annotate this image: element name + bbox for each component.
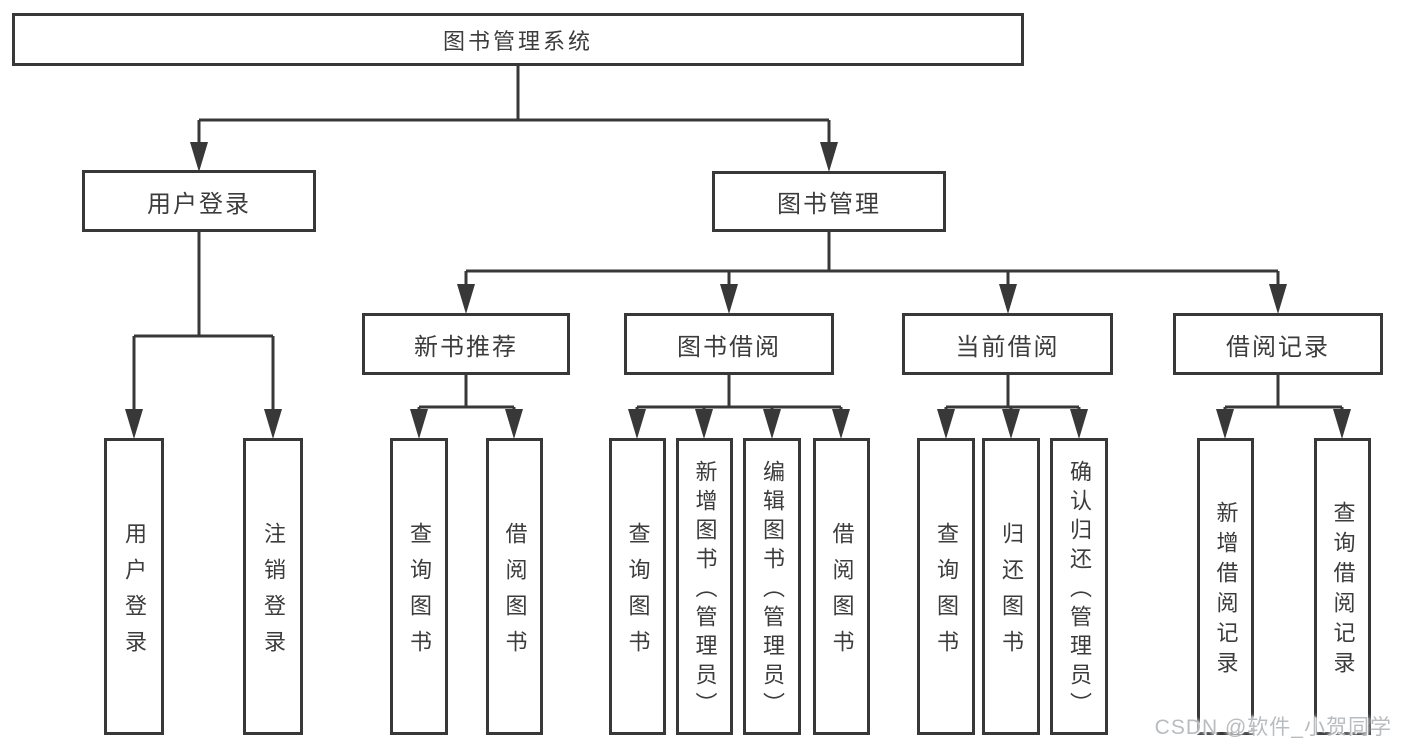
arrowhead	[410, 409, 428, 439]
arrowhead	[264, 409, 282, 439]
connector-current-borrowing-to-leaves	[937, 375, 1088, 439]
node-query-books-under-borrowing-label: 查询图书	[625, 521, 651, 666]
node-borrow-books-under-borrowing: 借阅图书	[813, 438, 870, 735]
arrowhead	[695, 409, 713, 439]
node-borrow-books-under-recommend: 借阅图书	[486, 438, 543, 735]
node-return-books: 归还图书	[982, 438, 1040, 735]
connector-new-book-recommend-to-leaves	[410, 375, 523, 439]
node-borrow-books-under-borrowing-label: 借阅图书	[829, 521, 855, 666]
arrowhead	[937, 409, 955, 439]
node-add-books-admin-label: 新增图书（管理员）	[692, 459, 718, 721]
node-user-login-label: 用户登录	[147, 190, 251, 218]
node-book-borrowing: 图书借阅	[624, 313, 834, 375]
arrowhead	[820, 142, 838, 172]
node-borrowing-records-label: 借阅记录	[1226, 333, 1330, 361]
node-logout: 注销登录	[243, 438, 303, 735]
connector-line	[132, 232, 275, 413]
node-query-borrow-record: 查询借阅记录	[1314, 438, 1371, 735]
node-add-borrow-record-label: 新增借阅记录	[1213, 500, 1239, 681]
connector-user-login-to-leaves	[125, 232, 282, 439]
connector-root-to-level2	[190, 66, 838, 172]
node-borrowing-records: 借阅记录	[1173, 313, 1383, 375]
node-query-borrow-record-label: 查询借阅记录	[1330, 500, 1356, 681]
connector-book-borrowing-to-leaves	[628, 375, 850, 439]
node-current-borrowing: 当前借阅	[902, 313, 1113, 375]
node-borrow-books-under-recommend-label: 借阅图书	[502, 521, 528, 666]
arrowhead	[1070, 409, 1088, 439]
arrowhead	[190, 142, 208, 172]
arrowhead	[628, 409, 646, 439]
arrowhead	[832, 409, 850, 439]
node-query-books-under-current-label: 查询图书	[934, 521, 959, 666]
arrowhead	[1216, 409, 1234, 439]
arrowhead	[999, 284, 1017, 314]
connector-line	[1223, 375, 1344, 412]
node-user-login: 用户登录	[82, 170, 316, 232]
node-query-books-under-recommend-label: 查询图书	[407, 521, 432, 666]
arrowhead	[1333, 409, 1351, 439]
node-return-books-label: 归还图书	[999, 521, 1024, 666]
node-add-borrow-record: 新增借阅记录	[1197, 438, 1254, 735]
connector-book-management-to-level3	[457, 232, 1287, 314]
node-logout-label: 注销登录	[261, 521, 286, 666]
node-add-books-admin: 新增图书（管理员）	[676, 438, 733, 735]
arrowhead	[763, 409, 781, 439]
csdn-watermark: CSDN @软件_小贺同学	[1154, 716, 1392, 739]
node-new-book-recommend: 新书推荐	[362, 313, 570, 375]
node-book-borrowing-label: 图书借阅	[677, 333, 781, 361]
connector-line	[635, 375, 843, 412]
arrowhead	[125, 409, 143, 439]
connector-borrowing-records-to-leaves	[1216, 375, 1351, 439]
node-edit-books-admin-label: 编辑图书（管理员）	[760, 459, 785, 721]
node-query-books-under-current: 查询图书	[917, 438, 975, 735]
arrowhead	[1269, 284, 1287, 314]
arrowhead	[457, 284, 475, 314]
node-current-borrowing-label: 当前借阅	[955, 333, 1060, 361]
node-user-login-leaf: 用户登录	[104, 438, 164, 735]
connector-line	[417, 375, 516, 412]
node-query-books-under-borrowing: 查询图书	[609, 438, 666, 735]
node-query-books-under-recommend: 查询图书	[390, 438, 448, 735]
connector-line	[944, 375, 1081, 412]
arrowhead	[1002, 409, 1020, 439]
node-confirm-return-admin: 确认归还（管理员）	[1050, 438, 1108, 735]
node-library-management-system: 图书管理系统	[12, 13, 1024, 66]
node-new-book-recommend-label: 新书推荐	[414, 333, 518, 361]
node-book-management: 图书管理	[712, 171, 946, 232]
arrowhead	[720, 284, 738, 314]
node-user-login-leaf-label: 用户登录	[122, 521, 147, 666]
node-edit-books-admin: 编辑图书（管理员）	[743, 438, 801, 735]
node-library-management-system-label: 图书管理系统	[442, 28, 593, 54]
connector-line	[464, 232, 1280, 288]
arrowhead	[505, 409, 523, 439]
connector-line	[197, 66, 831, 146]
node-book-management-label: 图书管理	[777, 191, 881, 218]
node-confirm-return-admin-label: 确认归还（管理员）	[1067, 459, 1092, 721]
